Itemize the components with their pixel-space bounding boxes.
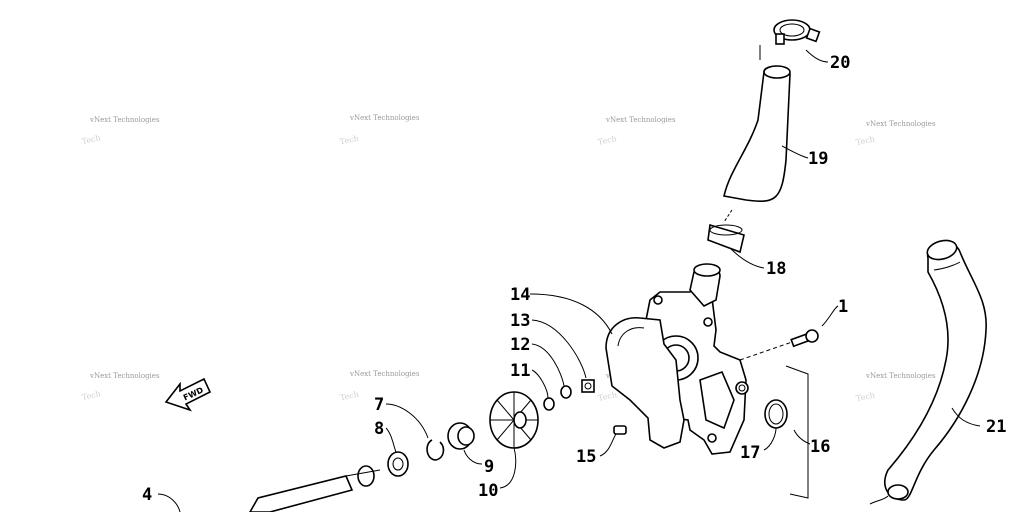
watermark-6: Tech vNext Technologies [339, 370, 420, 402]
bracket-part-16 [785, 365, 809, 499]
svg-text:vNext Technologies: vNext Technologies [89, 372, 160, 380]
svg-text:vNext Technologies: vNext Technologies [865, 372, 936, 380]
callout-8: 8 [374, 419, 384, 439]
bolt-part-1 [790, 329, 819, 348]
callout-20: 20 [830, 53, 850, 73]
callout-21: 21 [986, 417, 1006, 437]
callout-9: 9 [484, 457, 494, 477]
svg-text:vNext Technologies: vNext Technologies [605, 116, 676, 124]
hose-part-21 [884, 239, 987, 501]
watermark-8: Tech vNext Technologies [855, 372, 936, 403]
clamp-part-20 [773, 19, 821, 45]
bolt-part-13 [581, 379, 595, 393]
callout-1: 1 [838, 297, 848, 317]
svg-text:vNext Technologies: vNext Technologies [89, 116, 160, 124]
svg-text:Tech: Tech [597, 390, 618, 403]
hose-part-19 [723, 65, 791, 202]
washer-part-11 [543, 397, 555, 411]
bearing-part-8 [387, 451, 409, 477]
dowel-part-15 [613, 425, 627, 435]
clamp-part-18 [707, 223, 745, 254]
callout-14: 14 [510, 285, 530, 305]
callout-17: 17 [740, 443, 760, 463]
callout-10: 10 [478, 481, 498, 501]
callout-4: 4 [142, 485, 152, 505]
watermark-5: Tech vNext Technologies [81, 372, 160, 402]
snap-ring-part-7 [426, 439, 445, 461]
watermark-1: Tech vNext Technologies [81, 116, 160, 146]
washer-part-12 [560, 385, 572, 399]
svg-text:Tech: Tech [855, 390, 876, 403]
svg-text:Tech: Tech [339, 134, 360, 147]
svg-text:Tech: Tech [597, 134, 618, 147]
shaft-part-4 [249, 465, 381, 512]
impeller-part-10 [489, 391, 539, 449]
seal-part-9 [447, 422, 475, 450]
svg-text:Tech: Tech [855, 134, 876, 147]
watermark-3: Tech vNext Technologies [597, 116, 676, 147]
gasket-part-14 [605, 317, 685, 449]
svg-text:vNext Technologies: vNext Technologies [349, 114, 420, 122]
leader-lines [157, 49, 981, 512]
svg-text:vNext Technologies: vNext Technologies [865, 120, 936, 128]
callout-19: 19 [808, 149, 828, 169]
svg-text:Tech: Tech [339, 390, 360, 403]
callout-15: 15 [576, 447, 596, 467]
callout-7: 7 [374, 395, 384, 415]
callout-16: 16 [810, 437, 830, 457]
svg-text:Tech: Tech [81, 389, 102, 402]
callout-12: 12 [510, 335, 530, 355]
svg-text:vNext Technologies: vNext Technologies [349, 370, 420, 378]
callout-11: 11 [510, 361, 530, 381]
svg-text:Tech: Tech [81, 133, 102, 146]
watermark-2: Tech vNext Technologies [339, 114, 420, 146]
fwd-arrow-icon: FWD [164, 377, 212, 412]
watermark-4: Tech vNext Technologies [855, 120, 936, 147]
callout-18: 18 [766, 259, 786, 279]
callout-13: 13 [510, 311, 530, 331]
o-ring-part-17 [764, 399, 788, 429]
